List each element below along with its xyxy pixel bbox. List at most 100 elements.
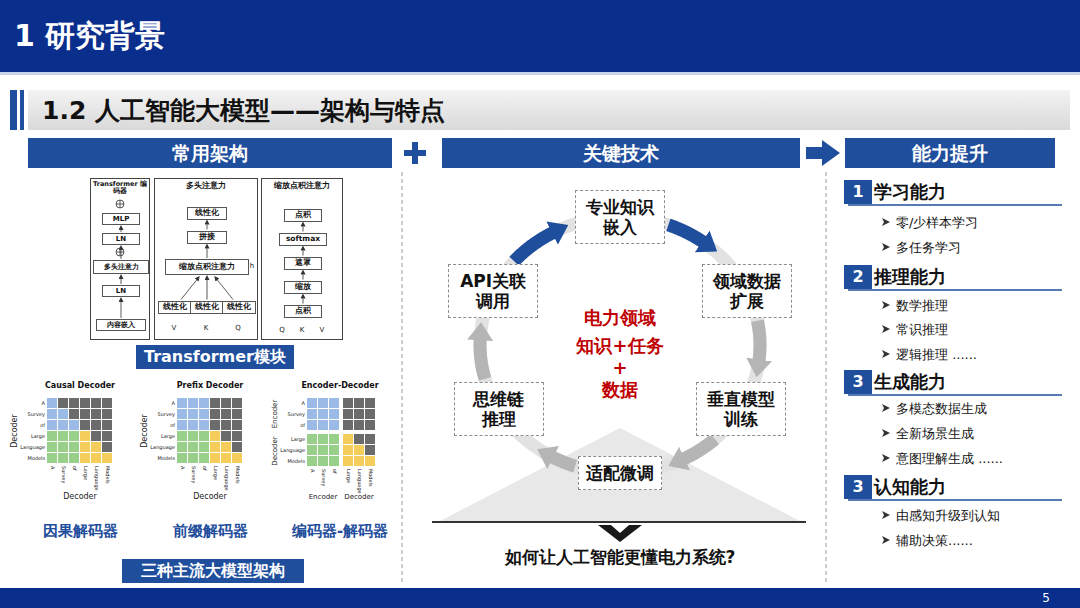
axis-token: Language (20, 445, 45, 450)
section-number: 1学习能力 (844, 180, 871, 204)
attention-grid (177, 420, 187, 430)
flow-arrow (303, 251, 304, 256)
attention-grid (232, 420, 242, 430)
underline (848, 204, 1062, 206)
attention-grid (343, 456, 353, 466)
flow-arrow (121, 302, 122, 318)
node-text: LN (103, 236, 139, 243)
axis-token: A (180, 466, 185, 469)
underline (848, 289, 1062, 291)
axis-token: of (202, 466, 207, 471)
node-text: 2 (852, 268, 863, 286)
node-text: 线性化 (188, 209, 226, 217)
flow-arrow (551, 457, 575, 467)
block-box: 线性化 (190, 301, 224, 314)
attention-grid (80, 431, 90, 441)
residual-add (116, 200, 124, 256)
attention-grid (318, 409, 328, 419)
attention-grid (354, 409, 364, 419)
attention-grid (210, 398, 220, 408)
axis-token: of (332, 469, 337, 474)
caption-box: Transformer模块 (136, 345, 294, 369)
list-item: 多模态数据生成 (896, 402, 987, 415)
attention-grid (365, 445, 375, 455)
node-heading: 学习能力 (874, 182, 946, 202)
attention-grid (102, 420, 112, 430)
cycle-step: 垂直模型 训练 (696, 382, 786, 437)
node-text: 专业知识 嵌入 (582, 197, 658, 238)
axis-token: Models (235, 466, 240, 484)
axis-token: Large (83, 466, 88, 480)
figure-panel: Transformer 编码器 MLP LN 多头注意力 LN 内容嵌入 (90, 178, 150, 340)
node-heading: 生成能力 (874, 372, 946, 392)
attention-grid (354, 434, 364, 444)
bullet-symbol (882, 511, 890, 519)
attention-grid (58, 453, 68, 463)
flow-arrow (480, 338, 485, 379)
annotation-text: Prefix Decoder (177, 382, 244, 390)
attention-grid (354, 456, 364, 466)
attention-grid (69, 409, 79, 419)
axis-token: Language (280, 448, 305, 453)
flow-arrow (207, 225, 208, 230)
node-text: 点积 (285, 307, 321, 315)
list-item: 常识推理 (896, 323, 948, 336)
node-text: 多头注意力 (156, 181, 256, 190)
annotation-text: Decoder (344, 494, 373, 501)
attention-grid (329, 445, 339, 455)
residual-add (116, 248, 124, 256)
section-number: 3认知能力 (844, 475, 871, 499)
attention-grid (354, 420, 364, 430)
block-box: 内容嵌入 (96, 319, 146, 331)
attention-grid (329, 434, 339, 444)
axis-token: Large (31, 434, 45, 439)
flow-arrow (757, 321, 760, 362)
bullet-symbol (882, 350, 890, 358)
node-text: 三种主流大模型架构 (141, 562, 285, 580)
node-text: 缩放点积注意力 (263, 181, 341, 190)
column-header: 能力提升 (845, 138, 1055, 168)
bullet-symbol (882, 218, 890, 226)
flow-arrow (121, 250, 122, 259)
flow-arrow (303, 227, 304, 232)
attention-grid (188, 442, 198, 452)
node-text: Transformer 编码器 (92, 181, 148, 196)
axis-token: Survey (288, 412, 305, 417)
flow-arrow (121, 279, 122, 284)
annotation-text: Encoder (272, 400, 279, 429)
axis-token: of (300, 423, 305, 428)
attention-grid (188, 420, 198, 430)
node-text: LN (103, 288, 139, 295)
attention-grid (221, 398, 231, 408)
block-box: 拼接 (187, 231, 227, 244)
figure-panel: 缩放点积注意力点积softmax遮罩缩放点积 (261, 178, 343, 340)
flow-arrow (181, 280, 197, 300)
cycle-step: 思维链 推理 (454, 382, 544, 437)
attention-grid (210, 409, 220, 419)
node-text: 遮罩 (285, 259, 321, 267)
attention-grid (47, 398, 375, 466)
attention-grid (307, 398, 317, 408)
attention-grid (91, 431, 101, 441)
cycle-step: 领域数据 扩展 (702, 264, 792, 319)
flow-arrow (207, 280, 208, 300)
attention-grid (102, 442, 112, 452)
block-box: LN (102, 233, 140, 245)
axis-token: Survey (61, 466, 66, 483)
attention-grid (307, 420, 317, 430)
axis-token: Large (346, 469, 351, 483)
block-box: MLP (102, 213, 140, 225)
list-item: 零/少样本学习 (896, 216, 978, 229)
attention-grid (307, 456, 317, 466)
node-text: 多头注意力 (94, 264, 148, 271)
node-text: 点积 (285, 211, 321, 219)
node-text: 线性化 (159, 303, 191, 311)
attention-grid (69, 442, 79, 452)
attention-grid (91, 409, 101, 419)
rule-line (432, 521, 806, 523)
list-item: 全新场景生成 (896, 427, 974, 440)
section-number: 2推理能力 (844, 265, 871, 289)
attention-grid (365, 420, 375, 430)
annotation-text: 前缀解码器 (173, 524, 248, 539)
title-bar (0, 0, 1080, 75)
